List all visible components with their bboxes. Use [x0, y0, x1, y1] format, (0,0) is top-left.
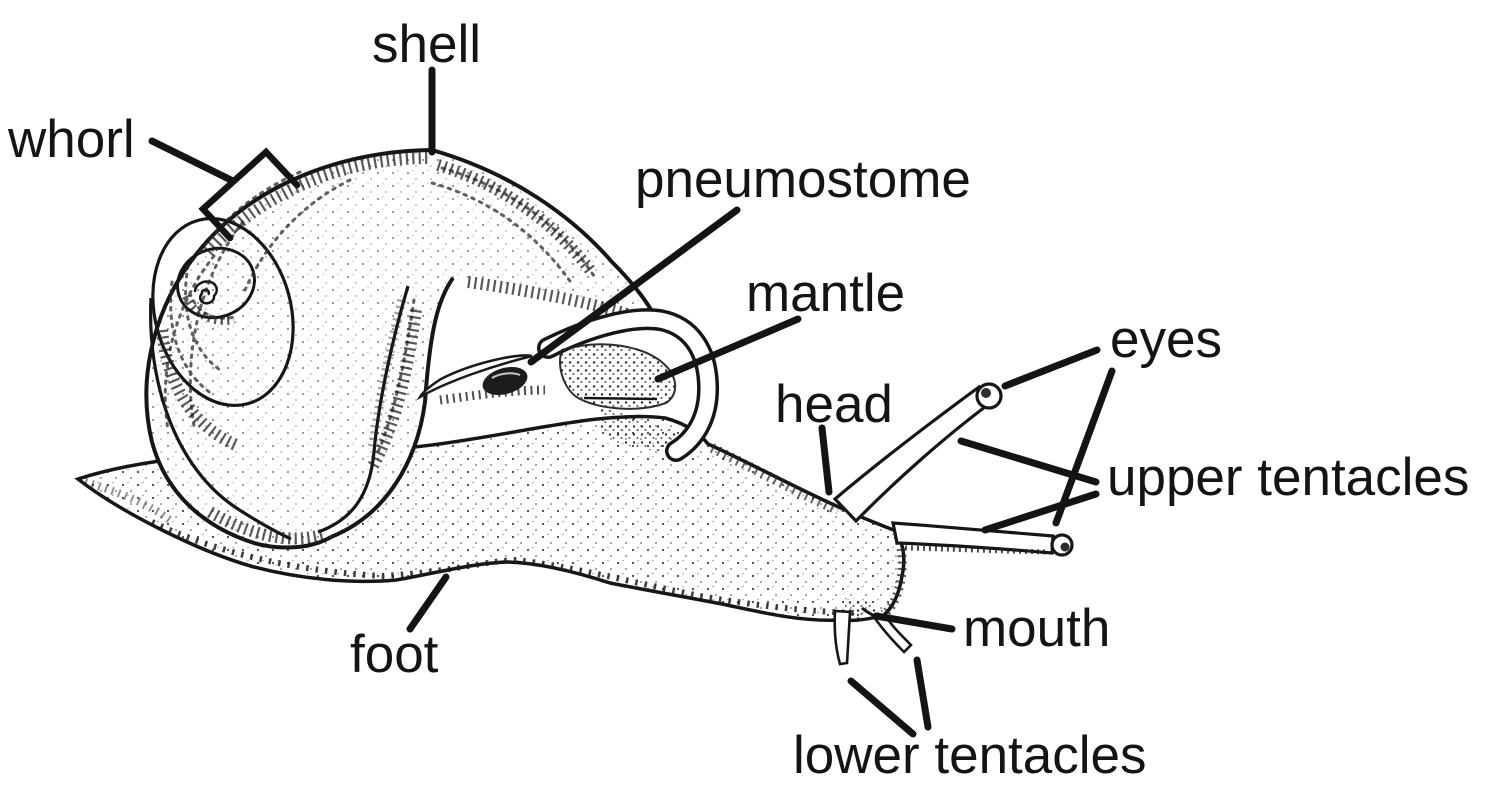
shell-shading-bands: [156, 152, 655, 545]
whorl-bracket: [198, 147, 301, 242]
leader-lower-tentacle-left: [847, 677, 917, 738]
leader-eyes-right: [1052, 367, 1116, 527]
tail-ridge-texture: [83, 478, 173, 524]
eye-right-pupil: [1060, 542, 1070, 552]
mantle-lobe-underline: [583, 396, 658, 401]
label-mantle: mantle: [746, 264, 905, 323]
snail-shell: [144, 148, 660, 550]
tentacle-underside-texture: [904, 545, 1049, 555]
pneumostome-highlight: [491, 372, 521, 379]
upper-tentacle-right: [891, 521, 1055, 555]
leader-foot: [406, 573, 450, 633]
leader-lines: [148, 66, 1116, 738]
shell-whorl-ring-1: [176, 246, 256, 320]
label-eyes: eyes: [1110, 310, 1222, 369]
mantle-lobe: [559, 343, 677, 410]
mantle-area: [416, 308, 720, 462]
label-upper-tentacles: upper tentacles: [1107, 448, 1469, 507]
leader-upper-tentacle-right: [981, 490, 1100, 534]
leader-upper-tentacle-left: [957, 437, 1100, 486]
aperture-sliver: [416, 354, 533, 401]
leader-eyes-left: [1001, 346, 1101, 390]
shell-whorl-ring-2: [151, 216, 295, 408]
leader-whorl: [148, 137, 237, 185]
lower-tentacle-left: [833, 609, 852, 666]
label-foot: foot: [350, 625, 439, 684]
eye-left-pupil: [981, 388, 991, 398]
leader-mantle: [654, 315, 802, 383]
shell-aperture-lip: [330, 276, 455, 539]
leader-head: [818, 424, 833, 496]
leader-lower-tentacle-right: [913, 656, 932, 731]
shell-whorl-outer-arc: [149, 297, 292, 541]
leader-mouth: [872, 612, 956, 633]
foot-sole-texture: [150, 519, 859, 616]
snout-edge-texture: [881, 534, 907, 618]
label-head: head: [775, 375, 893, 434]
label-shell: shell: [372, 15, 481, 74]
shell-sparse-texture: [146, 150, 659, 548]
label-mouth: mouth: [963, 599, 1110, 658]
label-pneumostome: pneumostome: [635, 150, 971, 209]
shell-apex-spiral: [193, 280, 218, 305]
shell-suture-line: [317, 285, 410, 534]
labels: shell whorl pneumostome mantle head eyes…: [7, 15, 1469, 785]
leader-pneumostome: [527, 206, 741, 366]
label-whorl: whorl: [7, 110, 135, 169]
label-lower-tentacles: lower tentacles: [793, 726, 1147, 785]
neck-top-texture: [709, 443, 840, 515]
shell-outline-right: [431, 148, 660, 323]
mantle-collar-band: [540, 311, 716, 459]
